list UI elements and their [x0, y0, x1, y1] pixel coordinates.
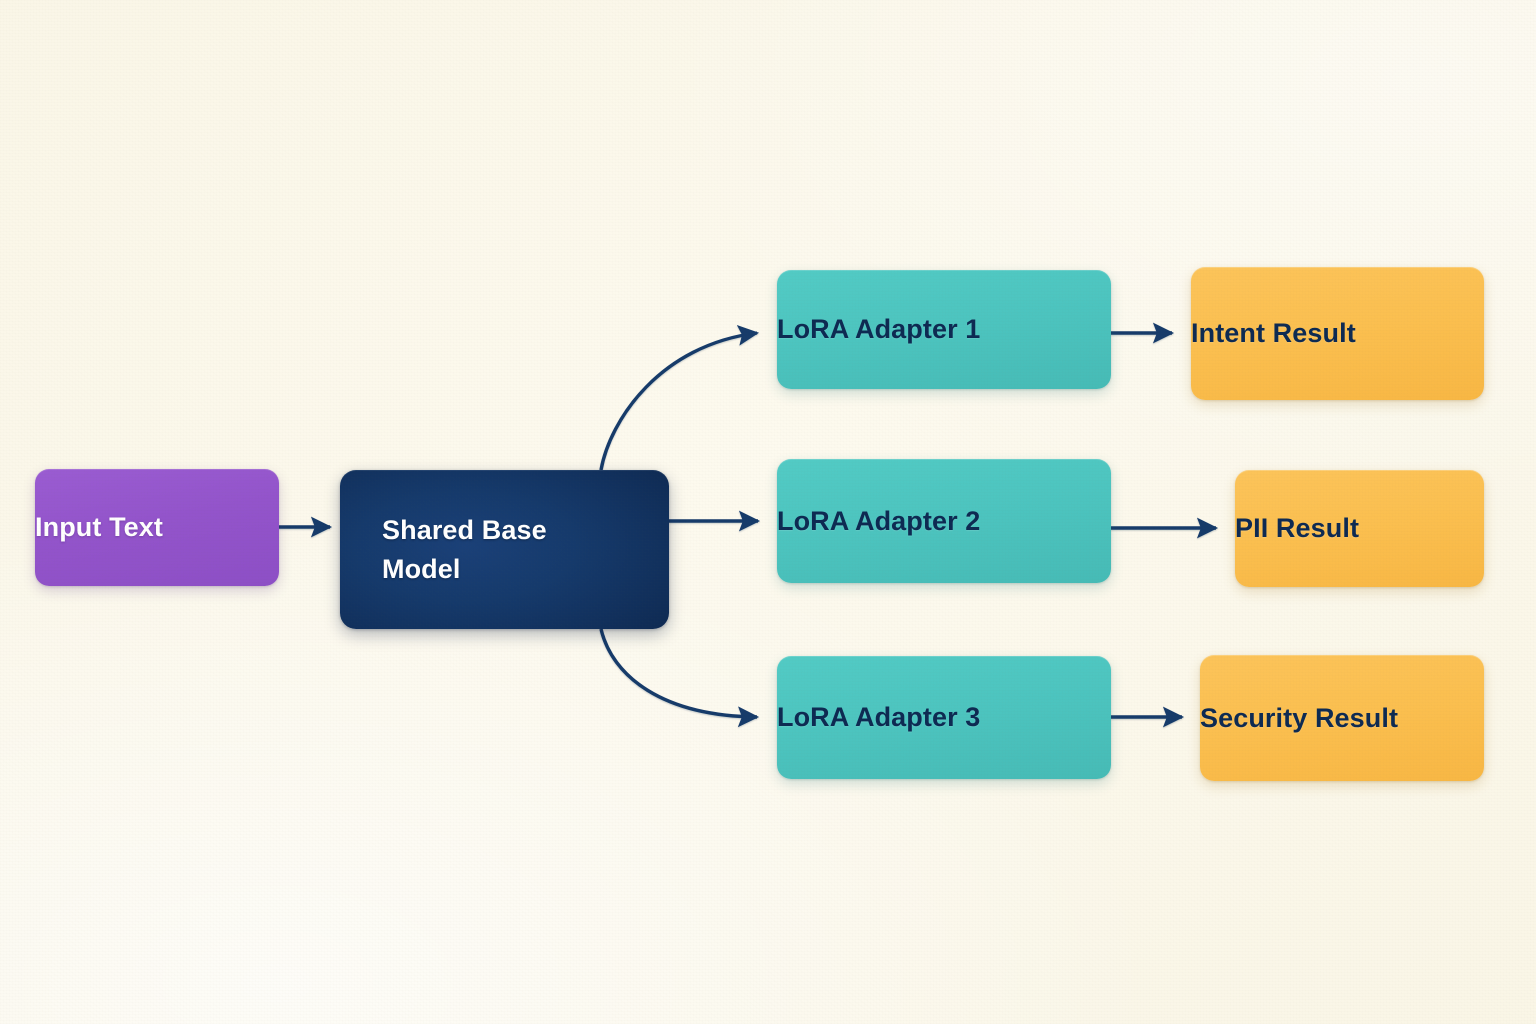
node-shared-base-model-label-line1: Shared Base [382, 515, 547, 546]
edge-base-to-adapter-1 [599, 325, 760, 471]
node-lora-adapter-3-label: LoRA Adapter 3 [777, 702, 981, 732]
edge-base-to-adapter-3 [599, 628, 760, 728]
node-pii-result[interactable]: PII Result [1235, 470, 1484, 587]
node-input-text[interactable]: Input Text [35, 469, 279, 586]
node-lora-adapter-2-label: LoRA Adapter 2 [777, 505, 981, 536]
node-shared-base-model[interactable]: Shared Base Model [340, 470, 669, 629]
node-intent-result-label: Intent Result [1191, 318, 1356, 348]
node-shared-base-model-label-line2: Model [382, 553, 461, 584]
node-security-result-label: Security Result [1200, 702, 1399, 733]
node-lora-adapter-1[interactable]: LoRA Adapter 1 [777, 270, 1111, 389]
node-lora-adapter-3[interactable]: LoRA Adapter 3 [777, 656, 1111, 779]
node-intent-result[interactable]: Intent Result [1191, 267, 1484, 400]
node-input-text-label: Input Text [35, 512, 163, 542]
node-shared-base-model-label: Shared Base Model [382, 511, 547, 588]
node-pii-result-label: PII Result [1235, 513, 1360, 543]
node-lora-adapter-2[interactable]: LoRA Adapter 2 [777, 459, 1111, 583]
node-lora-adapter-1-label: LoRA Adapter 1 [777, 314, 981, 344]
node-security-result[interactable]: Security Result [1200, 655, 1484, 781]
